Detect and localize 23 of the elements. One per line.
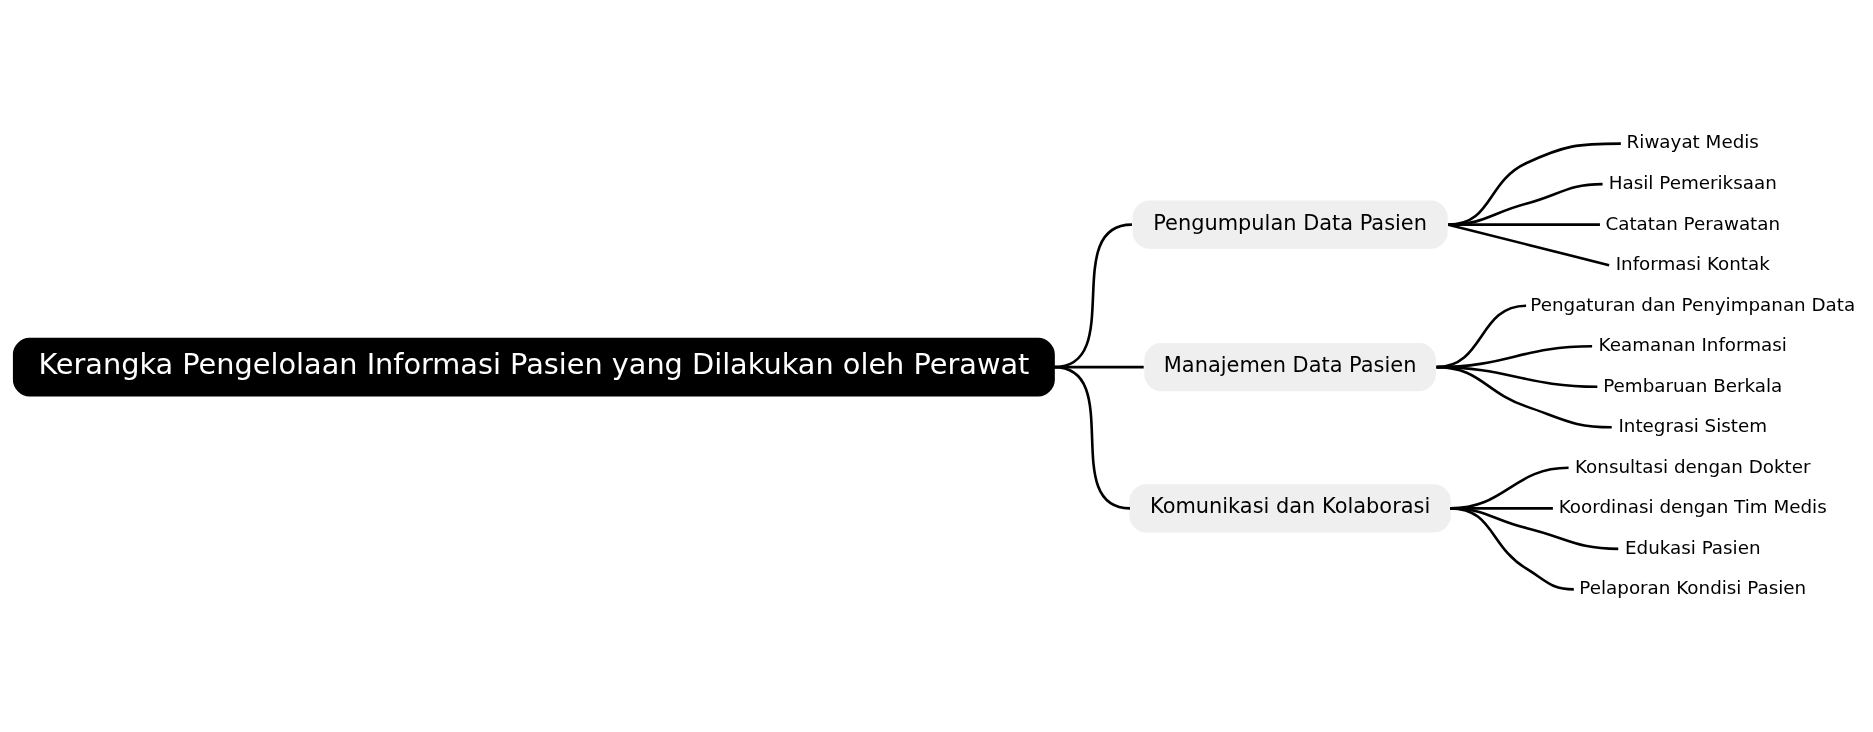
- connector: [1448, 182, 1603, 226]
- node-box: Kerangka Pengelolaan Informasi Pasien yang Dilakukan oleh Perawat: [12, 337, 1055, 397]
- node-text: Integrasi Sistem: [1618, 414, 1768, 436]
- connector: [1448, 141, 1621, 226]
- node-text: Catatan Perawatan: [1605, 212, 1781, 233]
- connector: [1053, 365, 1131, 510]
- node-text: Riwayat Medis: [1626, 130, 1759, 152]
- connector: [1448, 222, 1600, 226]
- node-text: Koordinasi dengan Tim Medis: [1558, 495, 1827, 517]
- node-text: Pelaporan Kondisi Pasien: [1579, 576, 1807, 598]
- node-box: Manajemen Data Pasien: [1144, 342, 1436, 391]
- node-text: Edukasi Pasien: [1624, 536, 1761, 558]
- connector: [1436, 365, 1612, 429]
- node-text: Informasi Kontak: [1615, 252, 1770, 274]
- node-box: Pengumpulan Data Pasien: [1132, 199, 1448, 249]
- node-text: Konsultasi dengan Dokter: [1575, 455, 1811, 477]
- connector: [1450, 506, 1574, 591]
- node-text: Pengaturan dan Penyimpanan Data: [1530, 293, 1856, 315]
- node-text: Pembaruan Berkala: [1603, 374, 1783, 396]
- node-box: Komunikasi dan Kolaborasi: [1129, 483, 1451, 533]
- node-text: Keamanan Informasi: [1598, 333, 1787, 355]
- connector: [1448, 222, 1610, 266]
- node-text: Hasil Pemeriksaan: [1608, 171, 1777, 193]
